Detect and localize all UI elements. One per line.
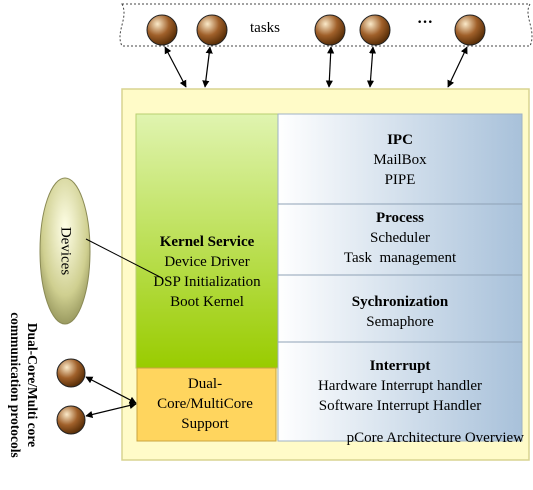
kernel-item: DSP Initialization bbox=[153, 274, 261, 290]
dual-core-line: Support bbox=[181, 416, 229, 432]
core-arrow bbox=[85, 402, 137, 418]
task-node bbox=[314, 14, 346, 46]
dual-core-text: Dual- Core/MultiCore Support bbox=[138, 374, 272, 434]
section-title: IPC bbox=[387, 132, 413, 148]
devices-connector bbox=[85, 238, 163, 279]
section-item: Semaphore bbox=[366, 314, 434, 330]
section-ipc: IPC MailBox PIPE bbox=[278, 130, 522, 190]
section-item: Scheduler bbox=[370, 230, 430, 246]
section-title: Process bbox=[375, 210, 425, 226]
section-interrupt: Interrupt Hardware Interrupt handler Sof… bbox=[278, 356, 522, 416]
section-item: PIPE bbox=[384, 172, 416, 188]
devices-label: Devices bbox=[57, 226, 74, 276]
diagram-caption: pCore Architecture Overview bbox=[346, 430, 524, 446]
section-item: Hardware Interrupt handler bbox=[317, 378, 483, 394]
core-arrow bbox=[85, 376, 137, 404]
task-arrow bbox=[447, 46, 468, 88]
tasks-label: tasks bbox=[250, 20, 280, 36]
task-node bbox=[454, 14, 486, 46]
task-arrow bbox=[366, 46, 377, 88]
task-node bbox=[359, 14, 391, 46]
dual-core-line: Dual- bbox=[187, 376, 223, 392]
kernel-item: Device Driver bbox=[164, 254, 250, 270]
dual-core-block bbox=[136, 367, 277, 442]
core-node bbox=[56, 405, 86, 435]
section-title: Interrupt bbox=[369, 358, 431, 374]
section-process: Process Scheduler Task management bbox=[278, 208, 522, 268]
section-title: Sychronization bbox=[351, 294, 449, 310]
task-arrow bbox=[325, 46, 335, 88]
side-label: Dual-Core/Multi core communication proto… bbox=[7, 312, 41, 458]
tasks-ellipsis: ··· bbox=[417, 14, 434, 31]
devices-node bbox=[39, 177, 91, 325]
kernel-item: Boot Kernel bbox=[170, 294, 244, 310]
side-label-line2: communication protocols bbox=[8, 312, 23, 458]
task-node bbox=[196, 14, 228, 46]
section-item: Task management bbox=[343, 250, 457, 266]
dual-core-line: Core/MultiCore bbox=[157, 396, 253, 412]
devices-label-wrap: Devices bbox=[40, 196, 90, 306]
task-arrow bbox=[202, 46, 213, 88]
section-sync: Sychronization Semaphore bbox=[278, 292, 522, 332]
core-node bbox=[56, 358, 86, 388]
kernel-service-title: Kernel Service bbox=[159, 234, 255, 250]
section-item: MailBox bbox=[373, 152, 427, 168]
section-item: Software Interrupt Handler bbox=[318, 398, 482, 414]
task-arrow bbox=[164, 46, 187, 88]
side-label-line1: Dual-Core/Multi core bbox=[25, 322, 40, 448]
task-node bbox=[146, 14, 178, 46]
service-stack bbox=[277, 113, 523, 442]
kernel-service-text: Kernel Service Device Driver DSP Initial… bbox=[136, 232, 278, 312]
side-label-wrap: Dual-Core/Multi core communication proto… bbox=[0, 300, 48, 470]
